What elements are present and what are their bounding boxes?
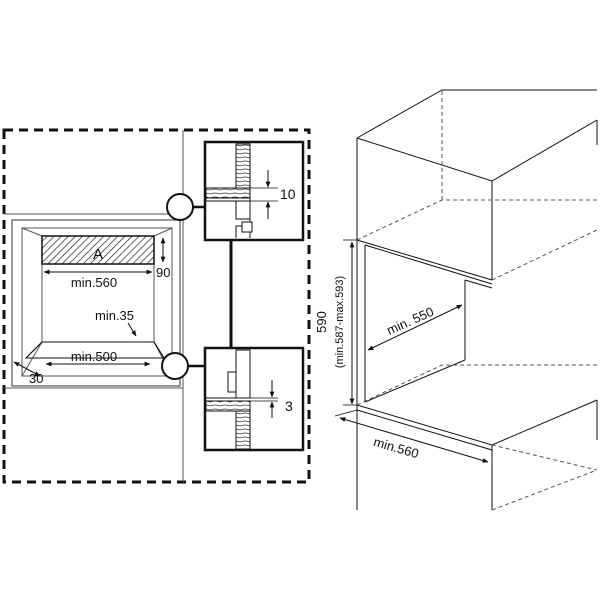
niche-width-label: min.560 bbox=[372, 434, 421, 461]
width-dimension-label: min.560 bbox=[71, 275, 117, 290]
front-offset-dimension-line bbox=[13, 361, 41, 377]
top-gap-label: 10 bbox=[280, 186, 296, 202]
base-width-label: min.500 bbox=[71, 349, 117, 364]
right-cabinet-3d-view: 590 (min.587-max.593) min. 550 min.560 bbox=[314, 89, 598, 511]
oven-niche-outer bbox=[11, 219, 181, 387]
detail-box-bottom: 3 bbox=[203, 346, 305, 452]
cabinet-outline-dashed bbox=[2, 128, 311, 484]
niche-height-label: 590 bbox=[314, 311, 329, 333]
oven-niche-inner bbox=[21, 227, 173, 377]
detail-callout-top bbox=[166, 193, 194, 221]
niche-width-dimension-line bbox=[339, 417, 489, 463]
height-dimension-label: 90 bbox=[156, 265, 170, 280]
section-a-label: A bbox=[93, 246, 103, 263]
front-offset-label: 30 bbox=[29, 371, 43, 386]
niche-depth-dimension-line bbox=[367, 304, 463, 351]
ventilation-section-a bbox=[41, 235, 155, 265]
detail-callout-bottom bbox=[161, 352, 189, 380]
bottom-gap-label: 3 bbox=[285, 398, 293, 414]
depth-gap-label: min.35 bbox=[95, 308, 134, 323]
left-cabinet-view: A min.560 90 min.35 min.500 30 bbox=[2, 128, 311, 484]
niche-height-range-label: (min.587-max.593) bbox=[334, 276, 346, 368]
niche-depth-label: min. 550 bbox=[384, 304, 436, 338]
detail-connectors bbox=[161, 193, 233, 380]
depth-gap-arrow bbox=[127, 322, 137, 337]
detail-box-top: 10 bbox=[203, 140, 305, 242]
